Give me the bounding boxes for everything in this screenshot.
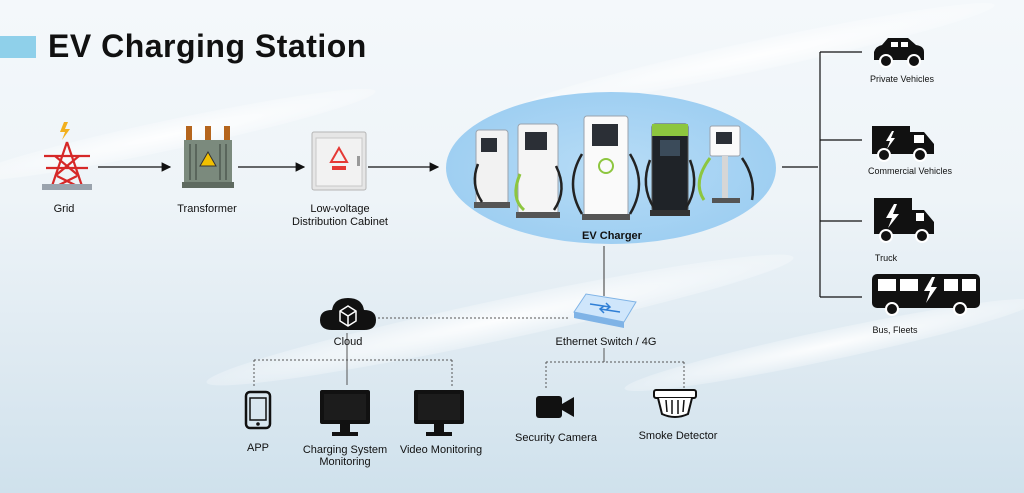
smartphone-icon <box>244 390 272 430</box>
monitor-icon <box>320 390 370 436</box>
power-tower-icon <box>42 122 92 190</box>
transformer-icon <box>182 126 234 188</box>
cabinet-label-line1: Low-voltage <box>310 203 370 215</box>
car-icon <box>874 38 924 68</box>
ev-charger-label: EV Charger <box>582 230 642 242</box>
bus-icon <box>872 274 980 316</box>
cloud-icon <box>320 298 376 330</box>
smoke-detector-icon <box>653 389 697 418</box>
title-accent-bar <box>0 36 36 58</box>
ethernet-switch-label: Ethernet Switch / 4G <box>555 336 657 348</box>
security-camera-icon <box>536 396 574 418</box>
distribution-cabinet-icon <box>311 131 367 191</box>
cabinet-label-line2: Distribution Cabinet <box>292 216 388 228</box>
cloud-label: Cloud <box>333 336 363 348</box>
truck-icon <box>874 198 934 243</box>
van-icon <box>872 126 934 162</box>
charging-monitoring-label-line1: Charging System <box>302 444 388 456</box>
ethernet-switch-icon <box>573 293 637 328</box>
video-monitoring-label: Video Monitoring <box>399 444 483 456</box>
security-camera-label: Security Camera <box>515 432 597 444</box>
app-label: APP <box>246 442 269 454</box>
private-vehicles-label: Private Vehicles <box>869 74 935 84</box>
transformer-label: Transformer <box>177 203 237 215</box>
charging-monitoring-label-line2: Monitoring <box>319 456 371 468</box>
bus-fleets-label: Bus, Fleets <box>872 325 918 335</box>
commercial-vehicles-label: Commercial Vehicles <box>867 166 953 176</box>
smoke-detector-label: Smoke Detector <box>638 430 718 442</box>
ev-chargers-illustration <box>473 115 755 220</box>
page-title: EV Charging Station <box>48 28 367 64</box>
video-monitor-icon <box>414 390 464 436</box>
grid-label: Grid <box>53 203 75 215</box>
truck-label: Truck <box>874 253 898 263</box>
